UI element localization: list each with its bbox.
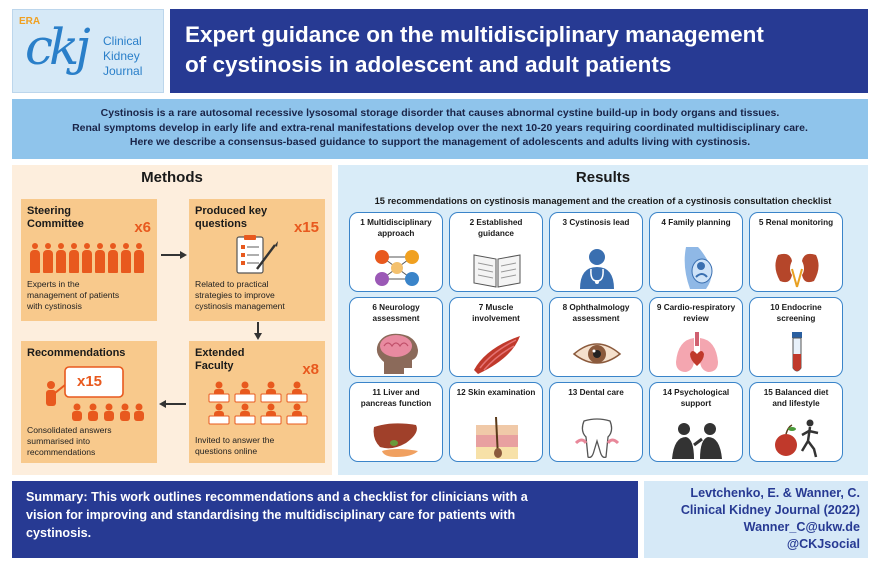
team-network-icon — [375, 250, 419, 286]
key-questions-box: Produced key questions x15 Related to pr… — [189, 199, 325, 321]
pregnancy-icon — [684, 247, 713, 289]
arrow-down — [257, 322, 259, 334]
questions-count: x15 — [293, 219, 319, 236]
open-book-icon — [473, 254, 521, 288]
board-count: x15 — [77, 373, 103, 390]
intro-text: Cystinosis is a rare autosomal recessive… — [12, 99, 868, 159]
kidneys-icon — [775, 253, 819, 288]
extended-faculty-box: Extended Faculty x8 Invited — [189, 341, 325, 463]
conversation-icon — [672, 423, 722, 459]
steering-count: x6 — [134, 219, 151, 236]
citation-social[interactable]: @CKJsocial — [786, 537, 860, 551]
presentation-board-icon — [46, 366, 144, 421]
rec-card-13: 13 Dental care — [549, 382, 643, 462]
rec-card-4: 4 Family planning — [649, 212, 743, 292]
ckj-logo-mark: ckj — [25, 18, 91, 76]
summary-section: Summary: This work outlines recommendati… — [12, 481, 638, 558]
results-heading: Results — [575, 169, 631, 186]
methods-heading: Methods — [141, 169, 203, 186]
citation-authors: Levtchenko, E. & Wanner, C. — [690, 486, 860, 500]
tooth-icon — [574, 418, 620, 459]
rec-card-3: 3 Cystinosis lead — [549, 212, 643, 292]
methods-panel: Methods Steering Committee x6 Experts in… — [12, 165, 332, 475]
era-logo: ERA — [19, 16, 41, 27]
skin-icon — [476, 417, 518, 459]
journal-logo: ERA ckj Clinical Kidney Journal — [12, 9, 164, 93]
brain-icon — [376, 333, 418, 374]
rec-card-5: 5 Renal monitoring — [749, 212, 843, 292]
faculty-count: x8 — [302, 361, 319, 378]
arrow-left — [165, 403, 186, 405]
people-group-icon — [29, 243, 145, 273]
lungs-heart-icon — [676, 332, 718, 372]
apple-runner-icon — [775, 419, 819, 458]
online-faculty-icon — [208, 381, 308, 425]
clipboard-checklist-icon — [236, 235, 278, 274]
results-panel: Results 15 recommendations on cystinosis… — [338, 165, 868, 475]
results-subtitle: 15 recommendations on cystinosis managem… — [374, 196, 832, 206]
doctor-icon — [580, 249, 614, 289]
recommendations-box: Recommendations x15 Consolidated answers… — [21, 341, 157, 463]
eye-icon — [572, 343, 622, 364]
rec-card-12: 12 Skin examination — [449, 382, 543, 462]
liver-icon — [373, 423, 418, 457]
steering-committee-box: Steering Committee x6 Experts in the man… — [21, 199, 157, 321]
citation-journal: Clinical Kidney Journal (2022) — [680, 503, 860, 517]
summary-label: Summary: — [26, 490, 88, 504]
page-title: Expert guidance on the multidisciplinary… — [170, 9, 868, 93]
arrow-right — [161, 254, 181, 256]
logo-journal-name: Clinical Kidney Journal — [103, 34, 143, 78]
citation-box: Levtchenko, E. & Wanner, C. Clinical Kid… — [644, 481, 868, 558]
citation-email[interactable]: Wanner_C@ukw.de — [743, 520, 860, 534]
test-tube-icon — [792, 332, 802, 372]
muscle-icon — [474, 336, 520, 374]
